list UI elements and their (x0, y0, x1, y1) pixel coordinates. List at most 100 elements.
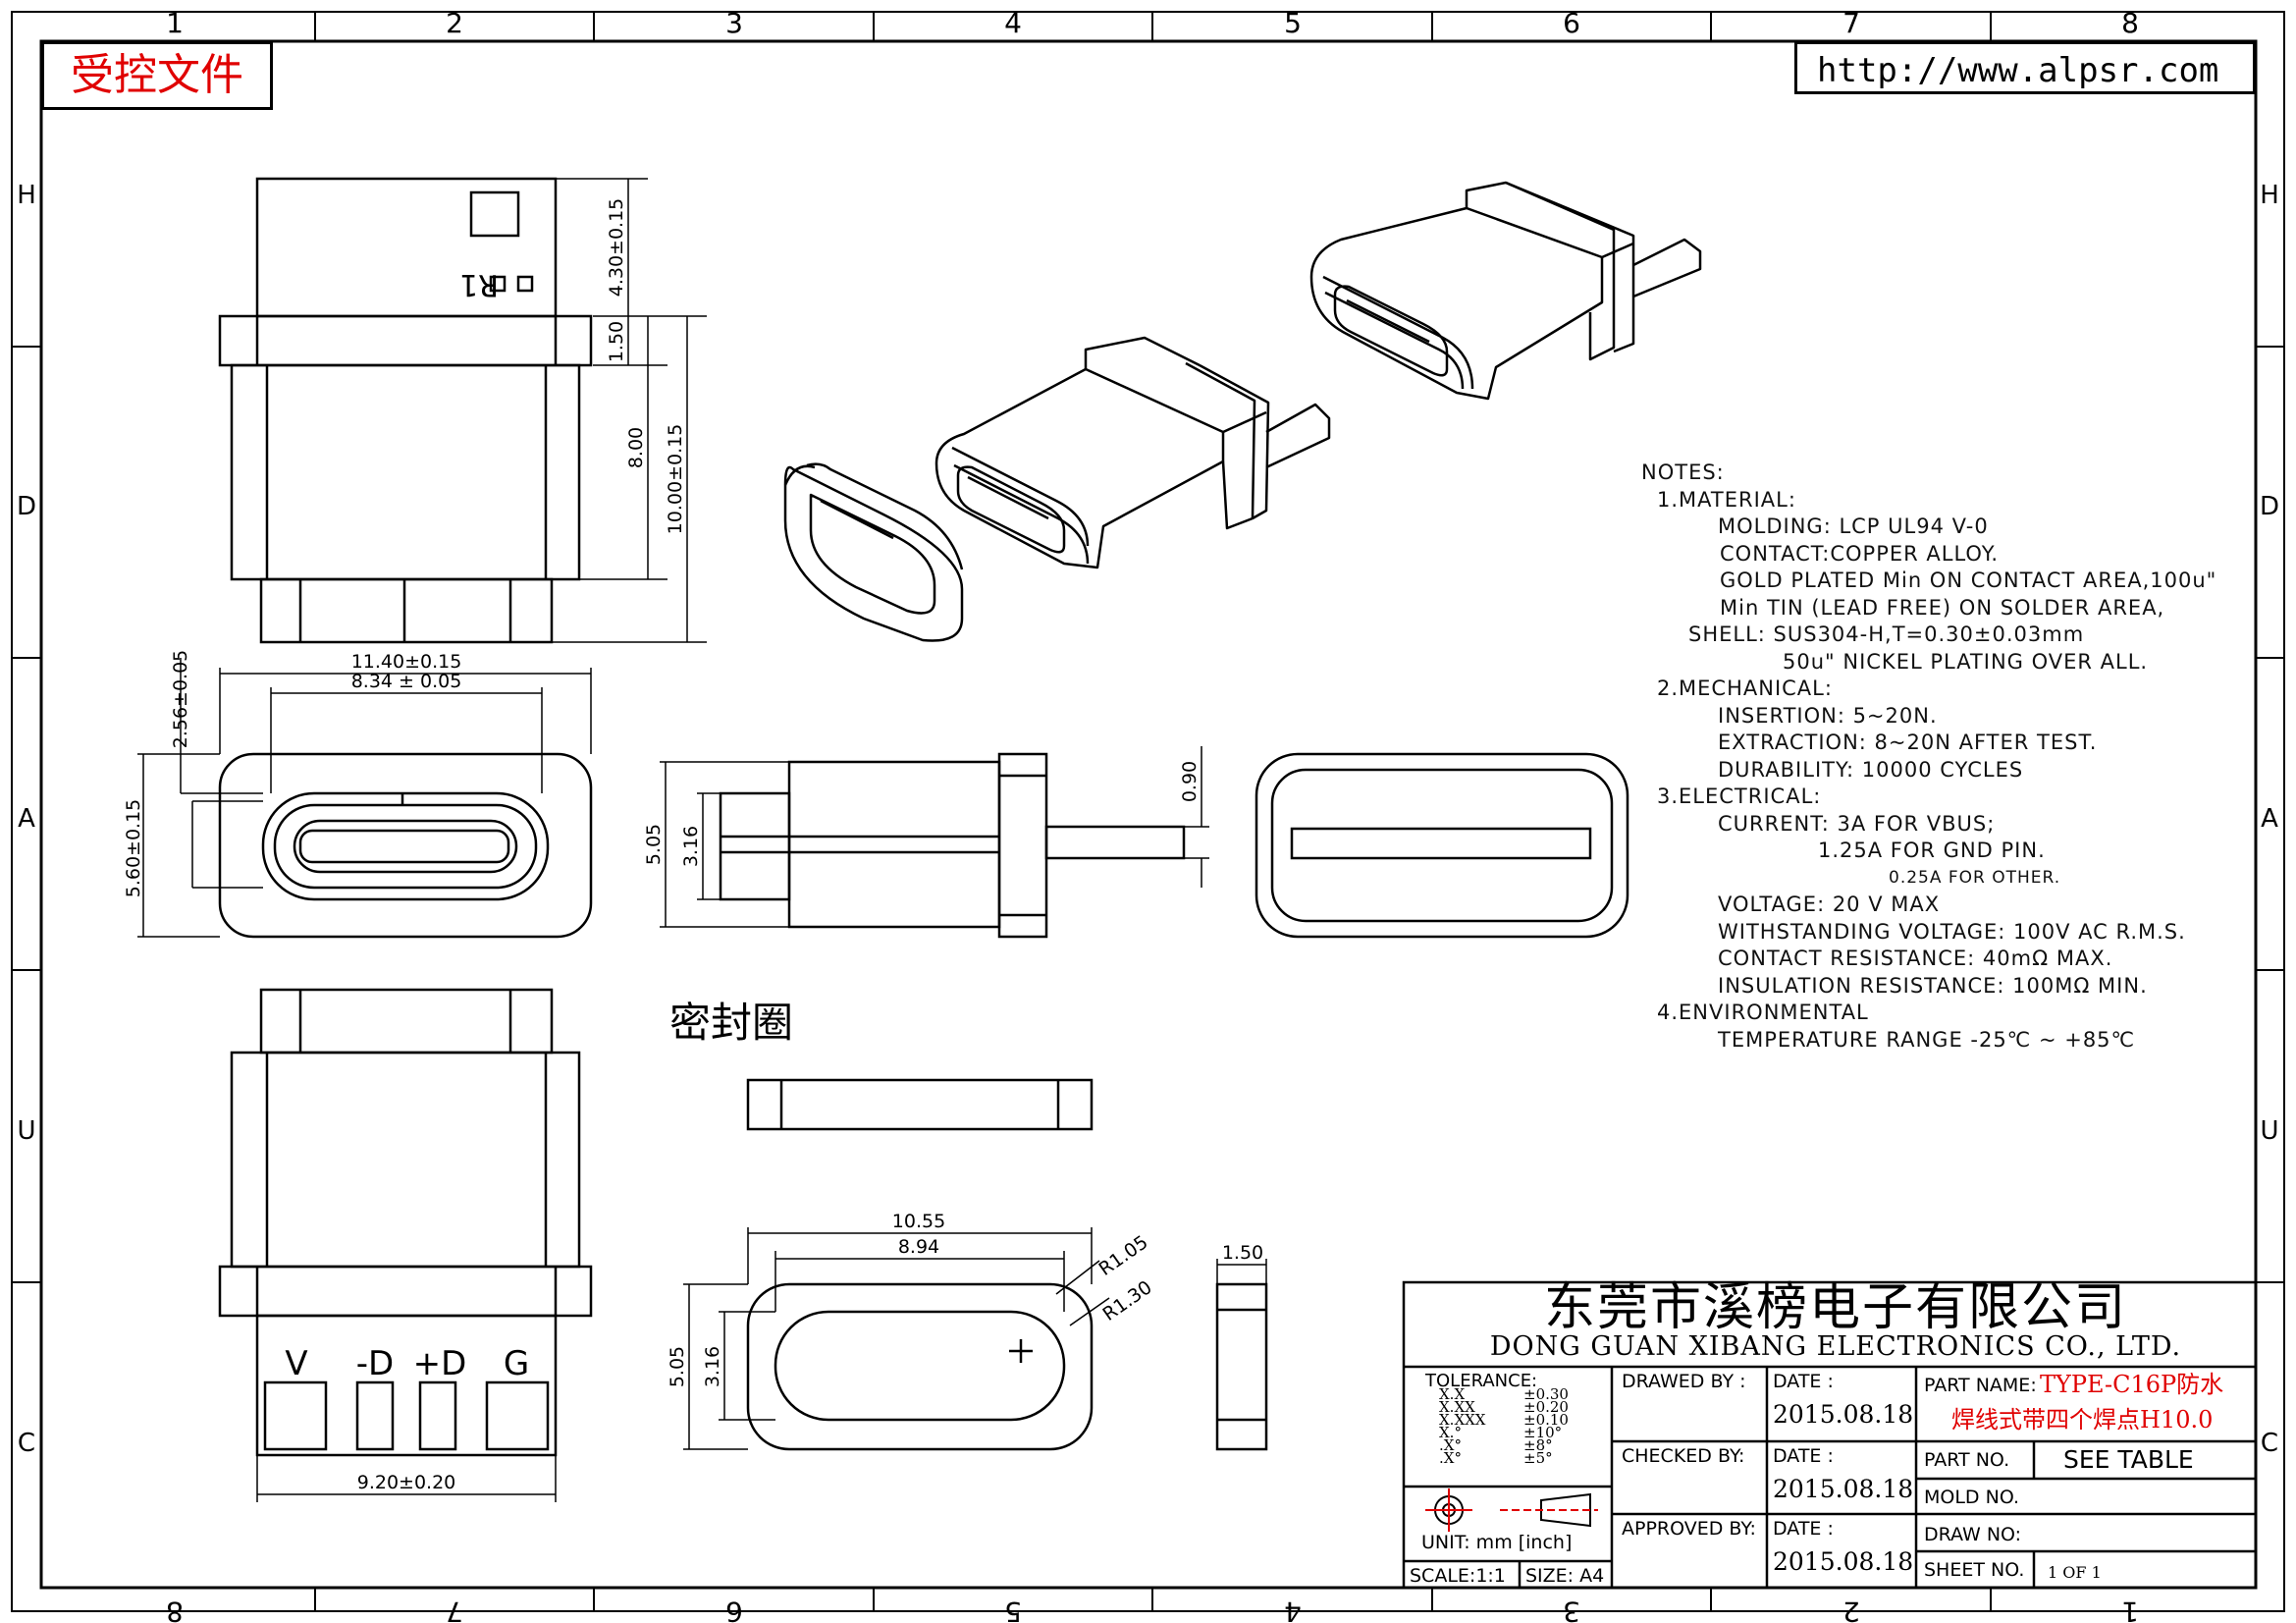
tolerance-val: ±0.30 (1523, 1385, 1569, 1403)
note-line: TEMPERATURE RANGE -25℃ ~ +85℃ (1718, 1027, 2136, 1052)
tolerance-formats: X.X X.XX X.XXX X.° .X° .X° (1439, 1385, 1486, 1467)
col-label-bottom-1: 8 (166, 1596, 184, 1623)
dim-overall: 10.00±0.15 (665, 424, 686, 535)
note-line: SHELL: SUS304-H,T=0.30±0.03mm (1688, 622, 2085, 646)
col-label-bottom-5: 4 (1284, 1596, 1302, 1623)
tolerance-fmt: .X° (1439, 1449, 1462, 1467)
note-line: 0.25A FOR OTHER. (1889, 867, 2061, 888)
col-label-4: 4 (1004, 7, 1022, 39)
date-checked: 2015.08.18 (1773, 1475, 1914, 1503)
part-name-line2: 焊线式带四个焊点H10.0 (1951, 1406, 2214, 1434)
col-label-bottom-3: 6 (725, 1596, 743, 1623)
approved-by-label: APPROVED BY: (1622, 1518, 1756, 1540)
col-label-bottom-7: 2 (1842, 1596, 1860, 1623)
iso-seal-ring (783, 462, 964, 642)
part-name-line1: TYPE-C16P防水 (2040, 1371, 2224, 1398)
col-label-1: 1 (166, 7, 184, 39)
tolerance-values: ±0.30 ±0.20 ±0.10 ±10° ±8° ±5° (1523, 1385, 1569, 1467)
col-label-3: 3 (725, 7, 743, 39)
date-label-checked: DATE : (1773, 1445, 1834, 1467)
drawing-border (39, 39, 2258, 1590)
dim-width-inner: 8.34 ± 0.05 (351, 671, 462, 692)
note-line: 4.ENVIRONMENTAL (1657, 1001, 1869, 1024)
scale-label: SCALE:1:1 (1410, 1565, 1506, 1587)
note-line: CONTACT:COPPER ALLOY. (1720, 541, 2000, 566)
dim-side-inner: 3.16 (680, 826, 702, 867)
date-label-drawed: DATE : (1773, 1371, 1834, 1392)
company-name-cn: 东莞市溪榜电子有限公司 (1543, 1278, 2127, 1337)
col-label-7: 7 (1842, 7, 1860, 39)
col-label-6: 6 (1563, 7, 1580, 39)
tolerance-fmt: X.XXX (1439, 1411, 1486, 1429)
col-label-2: 2 (446, 7, 463, 39)
pin-label-g: G (504, 1344, 529, 1383)
tolerance-val: ±10° (1523, 1424, 1563, 1441)
tolerance-val: ±0.10 (1523, 1411, 1569, 1429)
seal-ring-label: 密封圈 (669, 999, 794, 1047)
date-approved: 2015.08.18 (1773, 1547, 1914, 1576)
row-label-c-right: C (2261, 1429, 2278, 1458)
row-label-a-left: A (18, 804, 35, 834)
dim-flange: 1.50 (606, 321, 627, 362)
company-name-en: DONG GUAN XIBANG ELECTRONICS CO., LTD. (1489, 1331, 2182, 1362)
date-label-approved: DATE : (1773, 1518, 1834, 1540)
note-line: 2.MECHANICAL: (1657, 676, 1833, 700)
top-view-marking: R1 (459, 267, 499, 301)
dim-seal-height: 5.05 (667, 1346, 688, 1387)
note-line: VOLTAGE: 20 V MAX (1718, 893, 1941, 916)
seal-ring-front (746, 1282, 1094, 1451)
dim-side-overall: 5.05 (643, 824, 665, 865)
dim-seal-r1: R1.05 (1095, 1231, 1152, 1280)
note-line: MOLDING: LCP UL94 V-0 (1718, 514, 1989, 538)
note-line: DURABILITY: 10000 CYCLES (1718, 757, 2024, 782)
note-line: 50u" NICKEL PLATING OVER ALL. (1783, 649, 2149, 674)
tolerance-val: ±8° (1523, 1436, 1553, 1454)
col-label-bottom-8: 1 (2121, 1596, 2139, 1623)
dim-seal-inner: 8.94 (898, 1236, 939, 1258)
note-line: 1.25A FOR GND PIN. (1818, 839, 2046, 862)
seal-ring-edge (1215, 1282, 1268, 1451)
dim-top-height: 4.30±0.15 (606, 198, 627, 298)
side-view (719, 752, 1186, 939)
rear-view (1255, 752, 1629, 939)
tolerance-val: ±0.20 (1523, 1398, 1569, 1416)
dim-seal-outer: 10.55 (892, 1211, 945, 1232)
dim-body: 8.00 (625, 427, 647, 468)
note-line: INSULATION RESISTANCE: 100MΩ MIN. (1718, 973, 2148, 998)
pin-label-minus-d: -D (356, 1344, 394, 1383)
date-drawed: 2015.08.18 (1773, 1400, 1914, 1429)
note-line: CURRENT: 3A FOR VBUS; (1718, 811, 1996, 836)
tolerance-fmt: .X° (1439, 1436, 1462, 1454)
checked-by-label: CHECKED BY: (1622, 1445, 1745, 1467)
note-line: Min TIN (LEAD FREE) ON SOLDER AREA, (1720, 595, 2165, 620)
tolerance-val: ±5° (1523, 1449, 1553, 1467)
mold-no-label: MOLD NO. (1924, 1487, 2020, 1508)
website-url[interactable]: http://www.alpsr.com (1794, 41, 2256, 94)
part-name-label: PART NAME: (1924, 1375, 2037, 1396)
row-label-u-right: U (2260, 1116, 2278, 1146)
dim-seal-inner-h: 3.16 (702, 1346, 723, 1387)
dim-tail: 0.90 (1179, 761, 1201, 802)
note-line: CONTACT RESISTANCE: 40mΩ MAX. (1718, 947, 2113, 970)
tolerance-fmt: X.X (1439, 1385, 1466, 1403)
dim-seal-r2: R1.30 (1099, 1276, 1156, 1325)
col-label-bottom-2: 7 (446, 1596, 463, 1623)
front-view (218, 752, 593, 939)
unit-label: UNIT: mm [inch] (1421, 1532, 1573, 1553)
note-line: 1.MATERIAL: (1657, 487, 1796, 512)
note-line: INSERTION: 5~20N. (1718, 703, 1938, 728)
dim-seal-thickness: 1.50 (1222, 1242, 1263, 1264)
note-line: NOTES: (1641, 460, 1725, 484)
projection-symbol-icon (1425, 1488, 1598, 1532)
note-line: GOLD PLATED Min ON CONTACT AREA,100u" (1720, 568, 2217, 592)
tolerance-label: TOLERANCE: (1425, 1371, 1538, 1391)
tolerance-fmt: X.XX (1439, 1398, 1475, 1416)
notes-block: NOTES: 1.MATERIAL: MOLDING: LCP UL94 V-0… (1641, 460, 2269, 1054)
dim-offset: 2.56±0.05 (170, 650, 191, 749)
col-label-bottom-6: 3 (1563, 1596, 1580, 1623)
row-label-a-right: A (2261, 804, 2278, 834)
top-view (218, 177, 593, 644)
pin-label-v: V (285, 1344, 307, 1383)
part-no-value: SEE TABLE (2063, 1445, 2194, 1474)
